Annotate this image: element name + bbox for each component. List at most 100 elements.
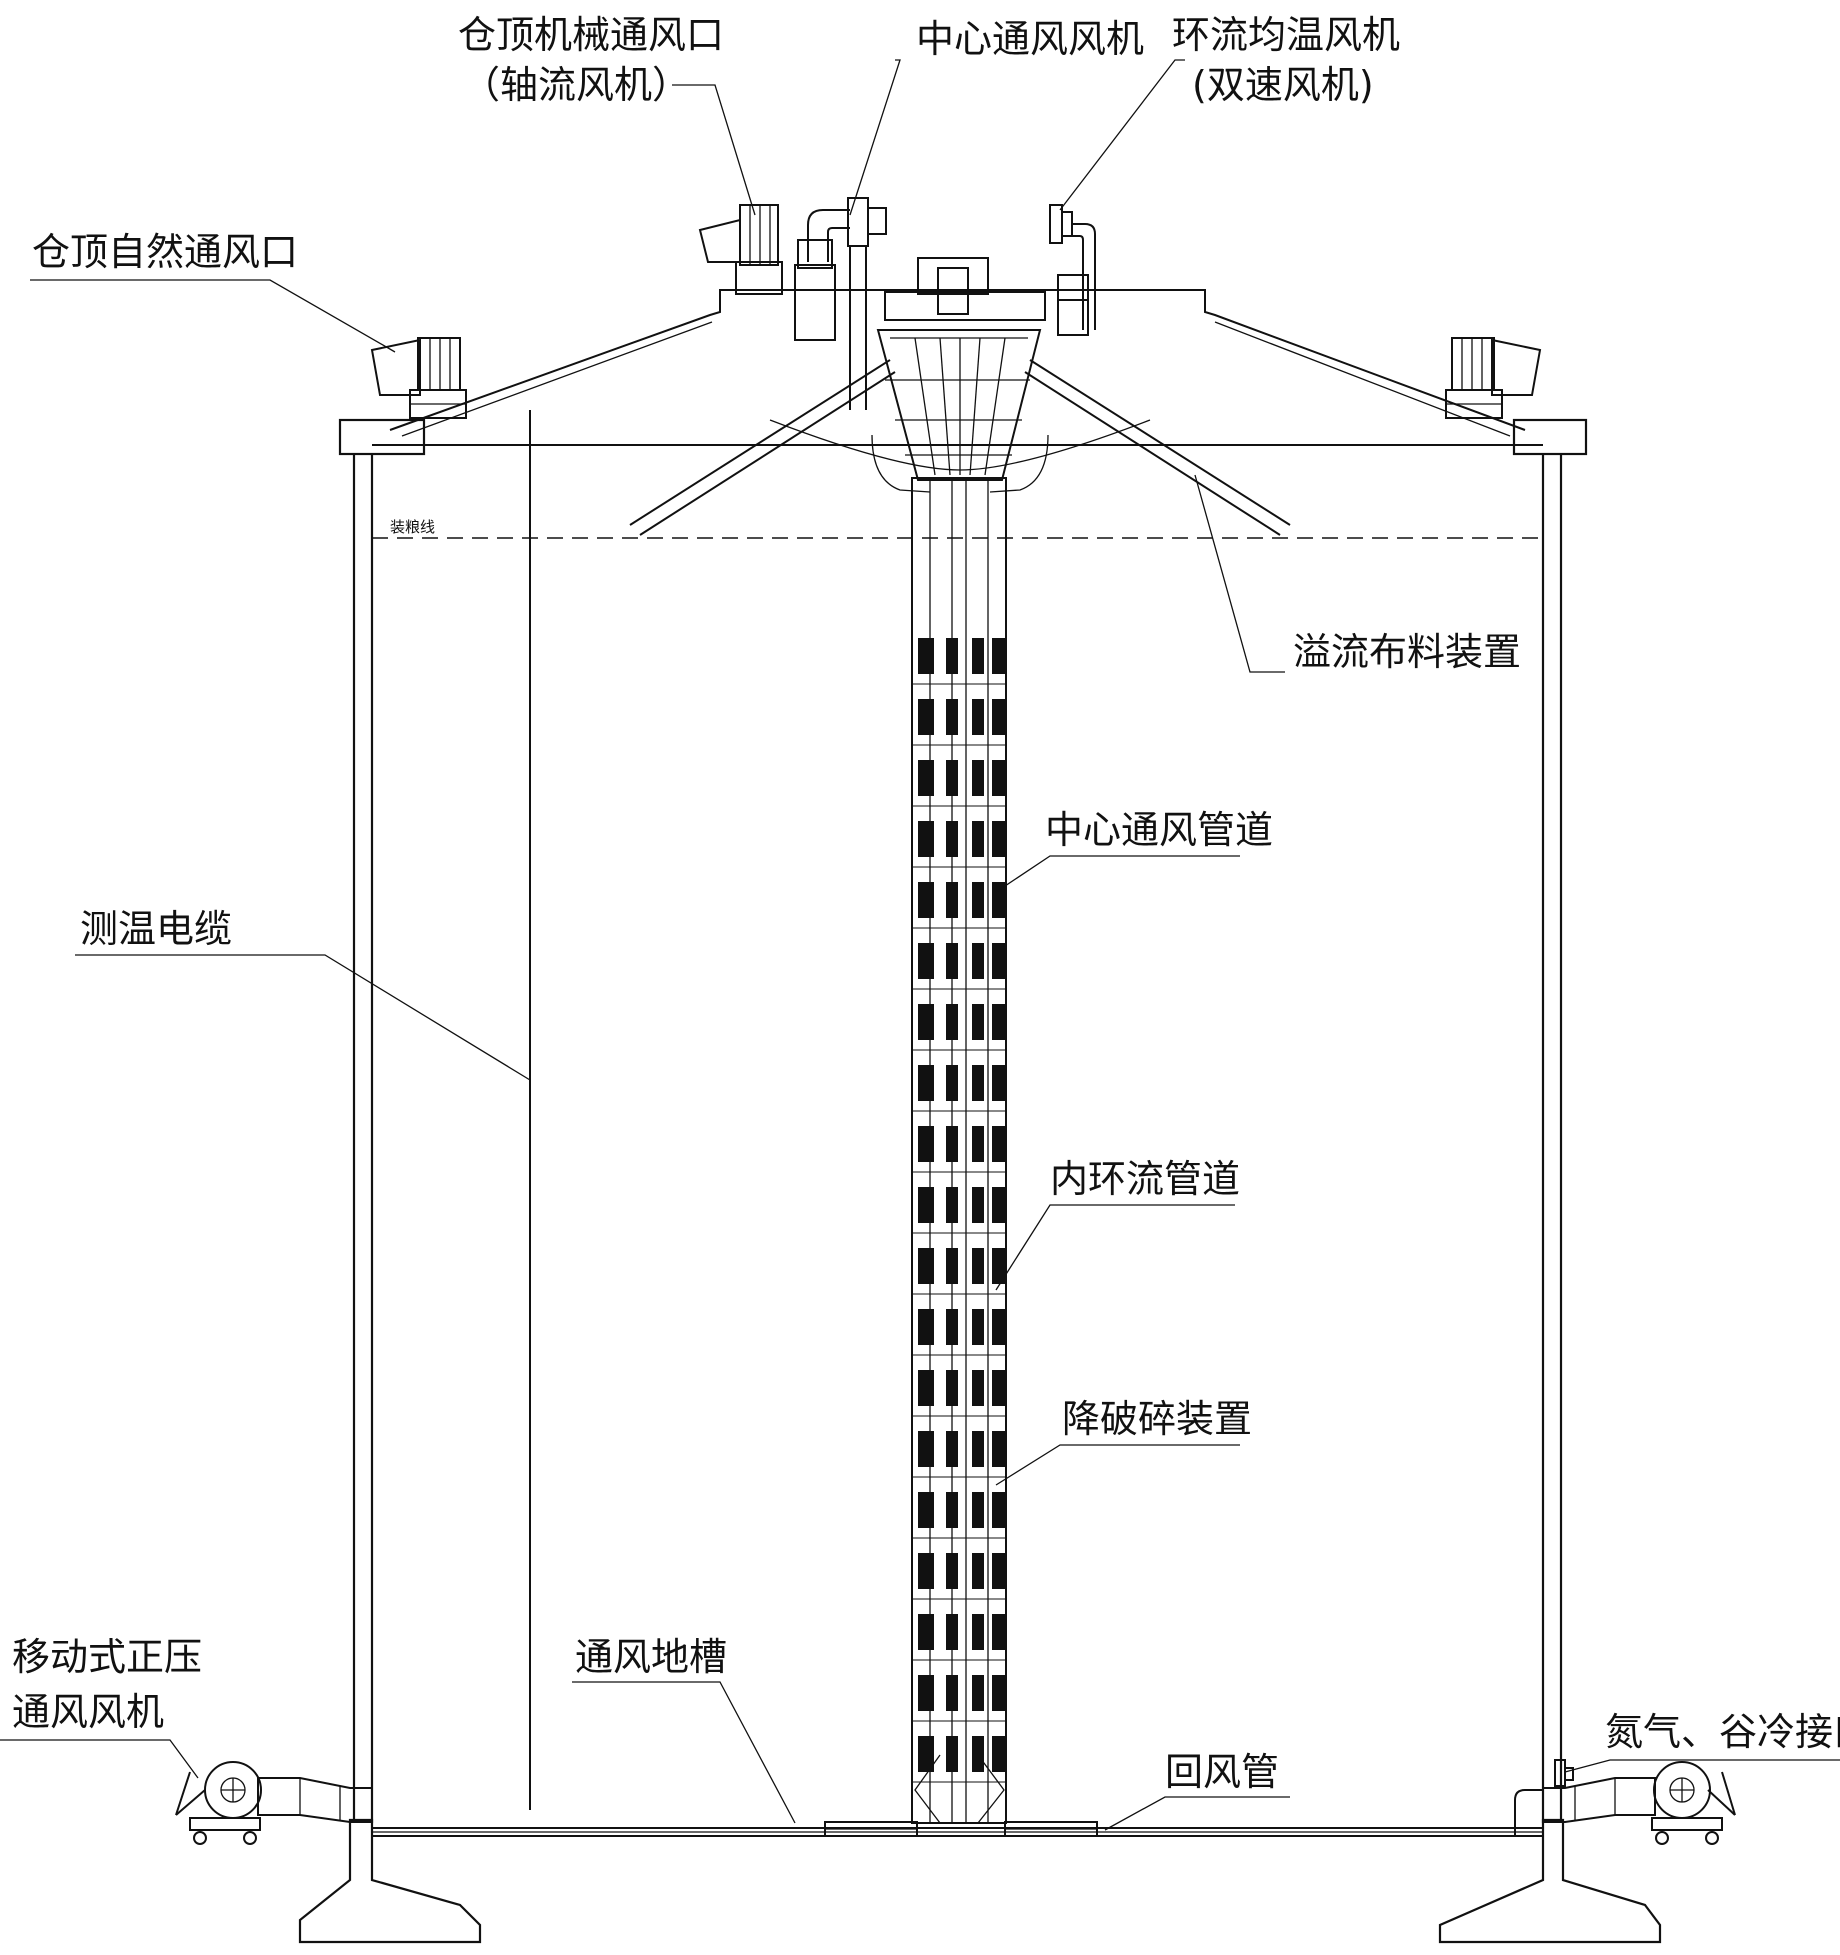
anti-breakage-block bbox=[918, 1248, 934, 1284]
anti-breakage-block bbox=[992, 699, 1006, 735]
anti-breakage-block bbox=[918, 882, 934, 918]
anti-breakage-block bbox=[992, 1492, 1006, 1528]
anti-breakage-block bbox=[918, 1492, 934, 1528]
label-nitrogen-port: 氮气、谷冷接口 bbox=[1605, 1710, 1840, 1754]
anti-breakage-block bbox=[992, 1004, 1006, 1040]
anti-breakage-block bbox=[972, 1004, 984, 1040]
anti-breakage-block bbox=[972, 1065, 984, 1101]
anti-breakage-block bbox=[946, 1614, 958, 1650]
label-vent-trench: 通风地槽 bbox=[575, 1635, 727, 1679]
roof-natural-vent-left bbox=[370, 337, 467, 419]
label-roof-natural-vent: 仓顶自然通风口 bbox=[32, 230, 298, 274]
vent-trench bbox=[824, 1821, 1098, 1837]
anti-breakage-block bbox=[946, 1431, 958, 1467]
label-roof-mech-vent-sub: （轴流风机） bbox=[462, 63, 690, 107]
label-mobile-fan-line2: 通风风机 bbox=[12, 1690, 164, 1734]
anti-breakage-block bbox=[972, 821, 984, 857]
anti-breakage-block bbox=[972, 1492, 984, 1528]
label-circulation-fan-sub: (双速风机) bbox=[1192, 63, 1374, 107]
anti-breakage-block bbox=[972, 1248, 984, 1284]
anti-breakage-block bbox=[992, 943, 1006, 979]
anti-breakage-block bbox=[992, 1614, 1006, 1650]
label-circulation-fan: 环流均温风机 bbox=[1172, 13, 1400, 57]
ring-beam-left bbox=[338, 418, 426, 456]
circulation-fan bbox=[1049, 204, 1096, 336]
anti-breakage-block bbox=[972, 1614, 984, 1650]
label-temp-cable: 测温电缆 bbox=[80, 907, 232, 951]
label-inner-circ-duct: 内环流管道 bbox=[1050, 1157, 1240, 1201]
anti-breakage-block bbox=[972, 638, 984, 674]
anti-breakage-block bbox=[918, 1736, 934, 1772]
foundation-left bbox=[298, 1818, 482, 1944]
anti-breakage-block bbox=[946, 699, 958, 735]
anti-breakage-block bbox=[992, 1126, 1006, 1162]
anti-breakage-block bbox=[946, 760, 958, 796]
label-mobile-fan-line1: 移动式正压 bbox=[12, 1635, 202, 1679]
anti-breakage-block bbox=[972, 1187, 984, 1223]
anti-breakage-block bbox=[918, 1370, 934, 1406]
label-loading-line: 装粮线 bbox=[390, 518, 435, 536]
label-roof-mech-vent: 仓顶机械通风口 bbox=[458, 13, 724, 57]
ring-beam-right bbox=[1512, 418, 1588, 456]
anti-breakage-block bbox=[918, 1431, 934, 1467]
anti-breakage-block bbox=[946, 821, 958, 857]
label-return-pipe: 回风管 bbox=[1165, 1750, 1279, 1794]
ground-slab bbox=[372, 1827, 1543, 1837]
anti-breakage-block bbox=[946, 1675, 958, 1711]
anti-breakage-block bbox=[946, 1553, 958, 1589]
anti-breakage-block bbox=[992, 1370, 1006, 1406]
label-overflow-distributor: 溢流布料装置 bbox=[1293, 630, 1521, 674]
mobile-fan-left bbox=[175, 1761, 373, 1845]
anti-breakage-block bbox=[992, 1431, 1006, 1467]
anti-breakage-block bbox=[918, 1309, 934, 1345]
anti-breakage-block bbox=[972, 1126, 984, 1162]
anti-breakage-block bbox=[946, 1309, 958, 1345]
leader-lines bbox=[0, 59, 1840, 1831]
label-center-vent-fan: 中心通风风机 bbox=[916, 17, 1144, 61]
anti-breakage-block bbox=[972, 699, 984, 735]
anti-breakage-block bbox=[972, 1370, 984, 1406]
anti-breakage-block bbox=[946, 1370, 958, 1406]
anti-breakage-block bbox=[992, 882, 1006, 918]
anti-breakage-block bbox=[992, 1065, 1006, 1101]
label-anti-breakage: 降破碎装置 bbox=[1062, 1397, 1252, 1441]
silo-wall-right bbox=[1541, 425, 1563, 1824]
anti-breakage-block bbox=[992, 638, 1006, 674]
anti-breakage-block bbox=[972, 1553, 984, 1589]
roof bbox=[389, 257, 1526, 437]
anti-breakage-block bbox=[992, 1309, 1006, 1345]
anti-breakage-block bbox=[992, 821, 1006, 857]
anti-breakage-block bbox=[918, 1675, 934, 1711]
overflow-distributor bbox=[629, 329, 1291, 536]
anti-breakage-block bbox=[918, 1004, 934, 1040]
anti-breakage-block bbox=[918, 943, 934, 979]
anti-breakage-block bbox=[972, 943, 984, 979]
anti-breakage-block bbox=[918, 699, 934, 735]
roof-natural-vent-right bbox=[1445, 337, 1542, 419]
anti-breakage-block bbox=[918, 821, 934, 857]
anti-breakage-block bbox=[918, 638, 934, 674]
anti-breakage-block bbox=[972, 1431, 984, 1467]
anti-breakage-block bbox=[992, 1187, 1006, 1223]
anti-breakage-block bbox=[946, 1065, 958, 1101]
anti-breakage-block bbox=[992, 1248, 1006, 1284]
label-center-vent-duct: 中心通风管道 bbox=[1045, 808, 1273, 852]
anti-breakage-devices bbox=[912, 638, 1006, 1783]
anti-breakage-block bbox=[918, 1126, 934, 1162]
anti-breakage-block bbox=[946, 1248, 958, 1284]
anti-breakage-block bbox=[992, 1553, 1006, 1589]
anti-breakage-block bbox=[972, 760, 984, 796]
anti-breakage-block bbox=[992, 1736, 1006, 1772]
anti-breakage-block bbox=[918, 1187, 934, 1223]
mobile-fan-right bbox=[1514, 1759, 1736, 1845]
anti-breakage-block bbox=[918, 1614, 934, 1650]
anti-breakage-block bbox=[992, 1675, 1006, 1711]
anti-breakage-block bbox=[972, 1736, 984, 1772]
anti-breakage-block bbox=[946, 943, 958, 979]
anti-breakage-block bbox=[918, 760, 934, 796]
anti-breakage-block bbox=[972, 882, 984, 918]
center-vent-fan bbox=[807, 197, 887, 410]
anti-breakage-block bbox=[972, 1309, 984, 1345]
roof-axial-fan bbox=[698, 204, 836, 341]
